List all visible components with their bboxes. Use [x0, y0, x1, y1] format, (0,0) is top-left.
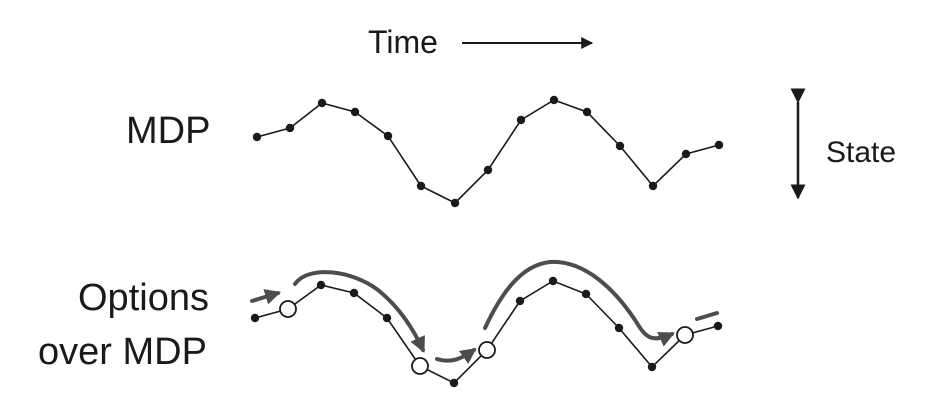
mdp-state-points	[252, 95, 724, 208]
option-arrow-2	[435, 348, 477, 364]
option-boundary-point	[279, 300, 297, 318]
options-label-line2: over MDP	[38, 331, 207, 373]
options-state-points	[250, 276, 723, 388]
option-boundary-point	[411, 357, 429, 375]
mdp-state-point	[317, 98, 327, 108]
option-arrow-3	[483, 259, 675, 347]
mdp-state-point	[714, 140, 724, 150]
mdp-state-point	[582, 107, 592, 117]
mdp-state-point	[416, 181, 426, 191]
mdp-state-point	[483, 165, 493, 175]
options-trajectory	[250, 259, 723, 388]
mdp-label: MDP	[126, 110, 210, 152]
option-arrow-1	[293, 270, 425, 353]
mdp-state-point	[549, 95, 559, 105]
options-state-point	[382, 313, 392, 323]
option-arrows	[250, 259, 719, 364]
options-state-point	[713, 321, 723, 331]
mdp-state-point	[450, 198, 460, 208]
mdp-state-point	[383, 131, 393, 141]
options-state-point	[614, 323, 624, 333]
options-state-point	[647, 362, 657, 372]
options-label-line1: Options	[78, 277, 209, 319]
options-state-point	[515, 296, 525, 306]
options-state-point	[548, 276, 558, 286]
option-arrow-exit	[695, 311, 719, 321]
time-label: Time	[368, 24, 438, 60]
mdp-trajectory	[252, 95, 724, 208]
options-state-point	[349, 288, 359, 298]
mdp-state-point	[681, 149, 691, 159]
state-label: State	[826, 136, 896, 169]
mdp-state-point	[516, 115, 526, 125]
option-boundary-point	[478, 341, 496, 359]
options-state-point	[449, 378, 459, 388]
option-boundary-point	[676, 326, 694, 344]
options-state-point	[316, 280, 326, 290]
mdp-state-point	[648, 181, 658, 191]
mdp-state-point	[350, 107, 360, 117]
option-boundary-points	[279, 300, 694, 375]
mdp-state-point	[252, 132, 262, 142]
options-state-point	[581, 289, 591, 299]
options-state-point	[250, 313, 260, 323]
mdp-state-point	[615, 141, 625, 151]
mdp-state-point	[285, 123, 295, 133]
option-arrow-entry	[250, 289, 282, 305]
